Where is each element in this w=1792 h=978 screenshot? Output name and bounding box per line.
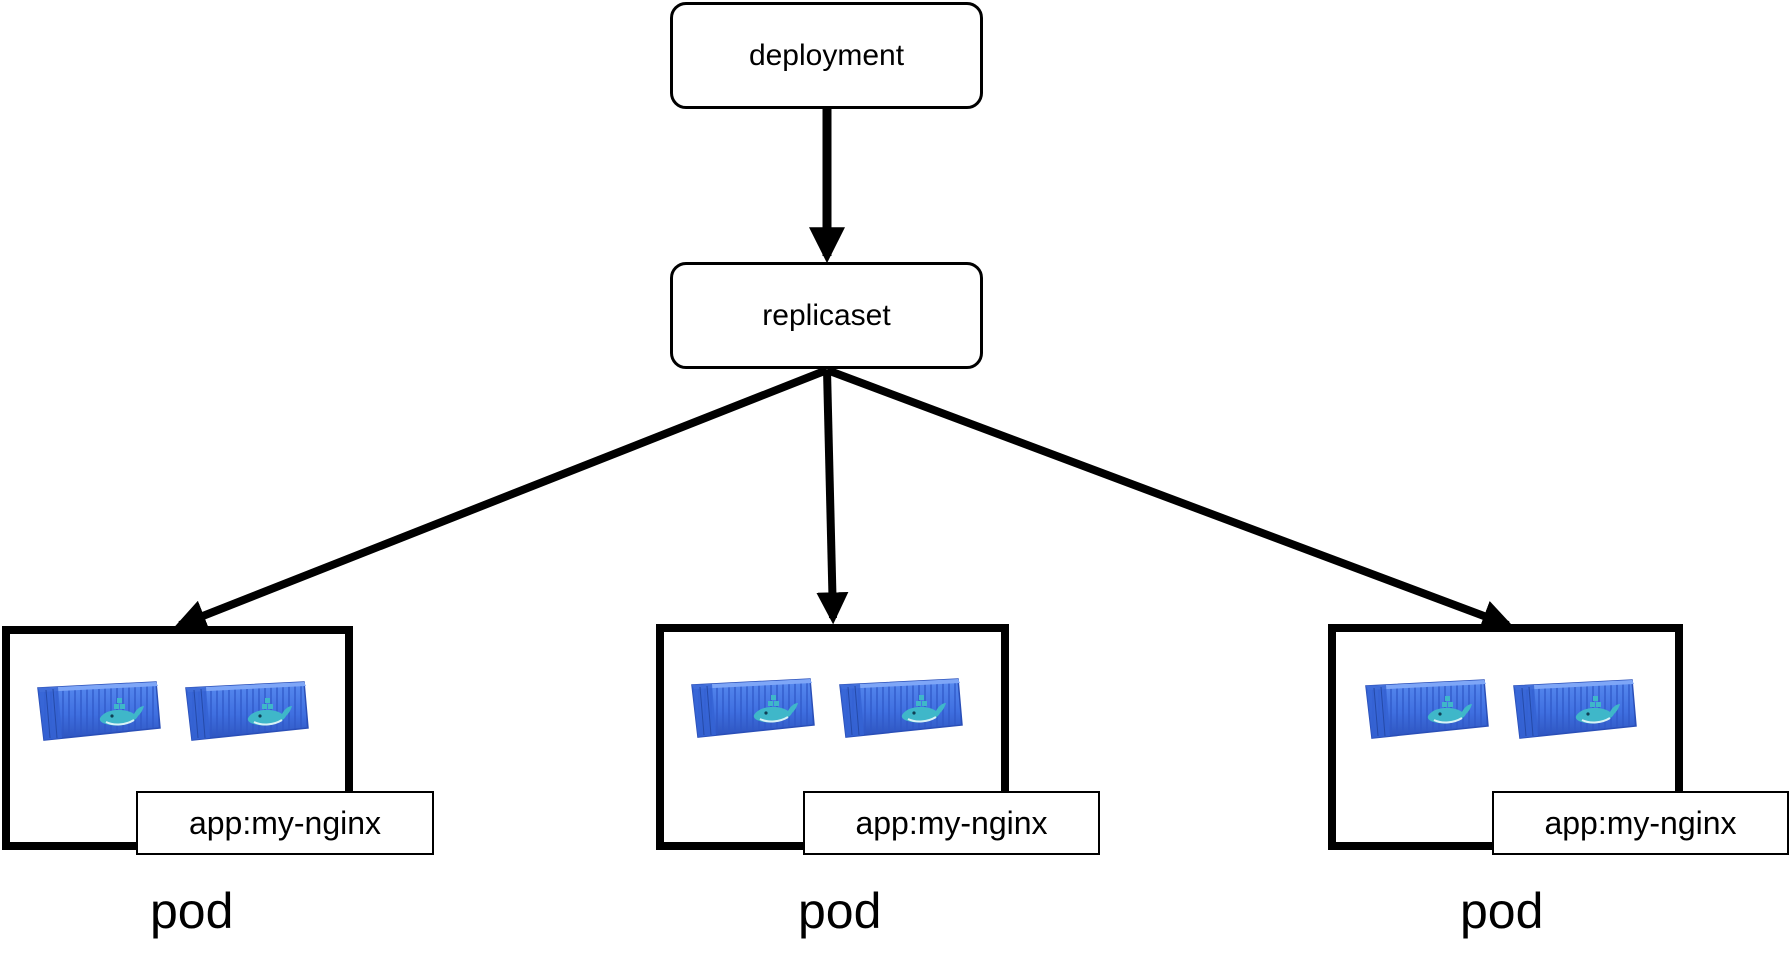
pod-caption: pod (798, 883, 882, 939)
deployment-label: deployment (748, 38, 905, 72)
docker-container-icon (1365, 679, 1489, 739)
pod-label-tag: app:my-nginx (1492, 791, 1789, 855)
edge-replicaset-pod-2 (816, 369, 849, 625)
docker-container-icon (185, 681, 309, 741)
replicaset-node[interactable]: replicaset (670, 262, 983, 369)
pod-label-tag: app:my-nginx (803, 791, 1100, 855)
pod-label-text: app:my-nginx (1544, 804, 1737, 841)
pod-label-text: app:my-nginx (188, 804, 382, 841)
pod-label-text: app:my-nginx (855, 804, 1048, 841)
replicaset-label: replicaset (762, 298, 891, 332)
docker-container-icon (37, 681, 161, 741)
edge-replicaset-pod-3 (825, 366, 1514, 632)
pod-caption: pod (150, 883, 234, 939)
docker-container-icon (839, 678, 963, 738)
edge-replicaset-pod-1 (174, 366, 829, 631)
pod-caption: pod (1460, 883, 1544, 939)
deployment-node[interactable]: deployment (670, 2, 983, 109)
docker-container-icon (1513, 679, 1637, 739)
docker-container-icon (691, 678, 815, 738)
pod-label-tag: app:my-nginx (136, 791, 434, 855)
